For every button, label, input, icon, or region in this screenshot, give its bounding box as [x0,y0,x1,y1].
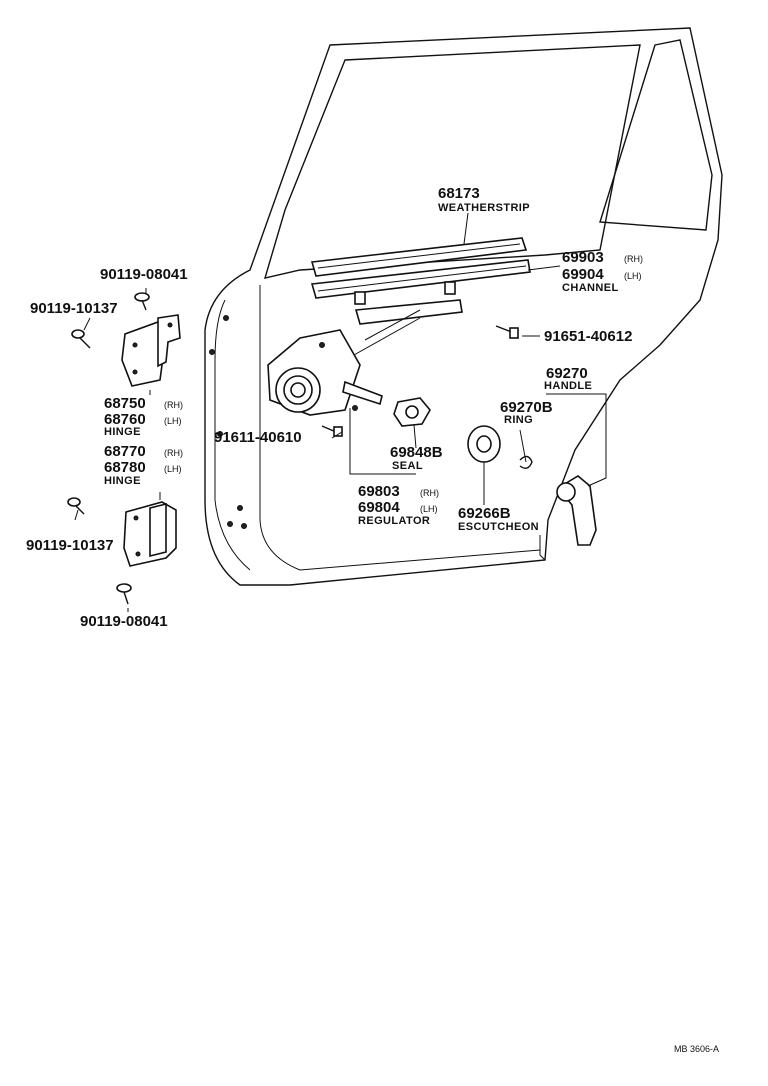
label-seal: 69848B SEAL [390,444,443,472]
channel-part [310,259,531,305]
lower-hinge-part [123,501,177,567]
door-holes [209,315,247,529]
screw-bottom-number: 90119-08041 [80,613,168,630]
label-bolt-upper: 91651-40612 [544,328,632,345]
seal-number: 69848B [390,444,443,461]
label-handle: 69270 HANDLE [544,365,592,392]
escutcheon-number: 69266B [458,505,511,522]
screw-upper-left-number: 90119-10137 [30,300,118,317]
channel-number-lh: 69904 [562,266,604,283]
upper-hinge-number-rh: 68750 [104,395,146,412]
regulator-name: REGULATOR [358,515,430,527]
lower-hinge-name: HINGE [104,475,141,487]
lower-hinge-lh: (LH) [164,464,182,474]
regulator-number-rh: 69803 [358,483,400,500]
lower-hinge-number-lh: 68780 [104,459,146,476]
channel-rh: (RH) [624,254,643,264]
door-frame [204,27,723,586]
seal-part [393,397,431,427]
channel-lh: (LH) [624,271,642,281]
regulator-lh: (LH) [420,504,438,514]
channel-number-rh: 69903 [562,249,604,266]
label-screw-lower-left: 90119-10137 [26,537,114,554]
label-channel: 69903 (RH) 69904 (LH) CHANNEL [562,249,643,294]
label-upper-hinge: 68750 (RH) 68760 (LH) HINGE [104,395,183,438]
bolt-lower-part [321,425,343,437]
escutcheon-name: ESCUTCHEON [458,521,539,533]
upper-hinge-lh: (LH) [164,416,182,426]
leader-lines [74,212,607,612]
label-lower-hinge: 68770 (RH) 68780 (LH) HINGE [104,443,183,487]
label-screw-bottom: 90119-08041 [80,613,168,630]
ring-number: 69270B [500,399,553,416]
screw-lower-left-number: 90119-10137 [26,537,114,554]
label-screw-top: 90119-08041 [100,266,188,283]
label-escutcheon: 69266B ESCUTCHEON [458,505,539,533]
lower-hinge-number-rh: 68770 [104,443,146,460]
screw-top-part [134,292,150,311]
screw-top-number: 90119-08041 [100,266,188,283]
bolt-lower-number: 91611-40610 [214,429,302,446]
handle-name: HANDLE [544,380,592,392]
lower-hinge-rh: (RH) [164,448,183,458]
regulator-number-lh: 69804 [358,499,400,516]
weatherstrip-part [310,237,528,277]
label-bolt-lower: 91611-40610 [214,429,302,446]
handle-part [556,475,597,546]
upper-hinge-number-lh: 68760 [104,411,146,428]
screw-lower-left-part [67,497,85,515]
bolt-upper-number: 91651-40612 [544,328,632,345]
weatherstrip-name: WEATHERSTRIP [438,202,530,214]
regulator-rh: (RH) [420,488,439,498]
ring-part [519,455,533,469]
screw-bottom-part [116,583,132,605]
label-ring: 69270B RING [500,399,553,426]
upper-hinge-rh: (RH) [164,400,183,410]
label-screw-upper-left: 90119-10137 [30,300,118,317]
diagram-code: MB 3606-A [674,1044,719,1054]
channel-name: CHANNEL [562,282,619,294]
upper-hinge-name: HINGE [104,426,141,438]
escutcheon-part [467,425,501,463]
ring-name: RING [504,414,533,426]
label-regulator: 69803 (RH) 69804 (LH) REGULATOR [358,483,439,527]
upper-hinge-part [121,314,181,387]
handle-number: 69270 [546,365,588,382]
bolt-upper-part [495,325,519,339]
screw-upper-left-part [71,329,91,349]
weatherstrip-number: 68173 [438,185,480,202]
label-weatherstrip: 68173 WEATHERSTRIP [438,185,530,214]
regulator-part [267,299,463,416]
seal-name: SEAL [392,460,423,472]
